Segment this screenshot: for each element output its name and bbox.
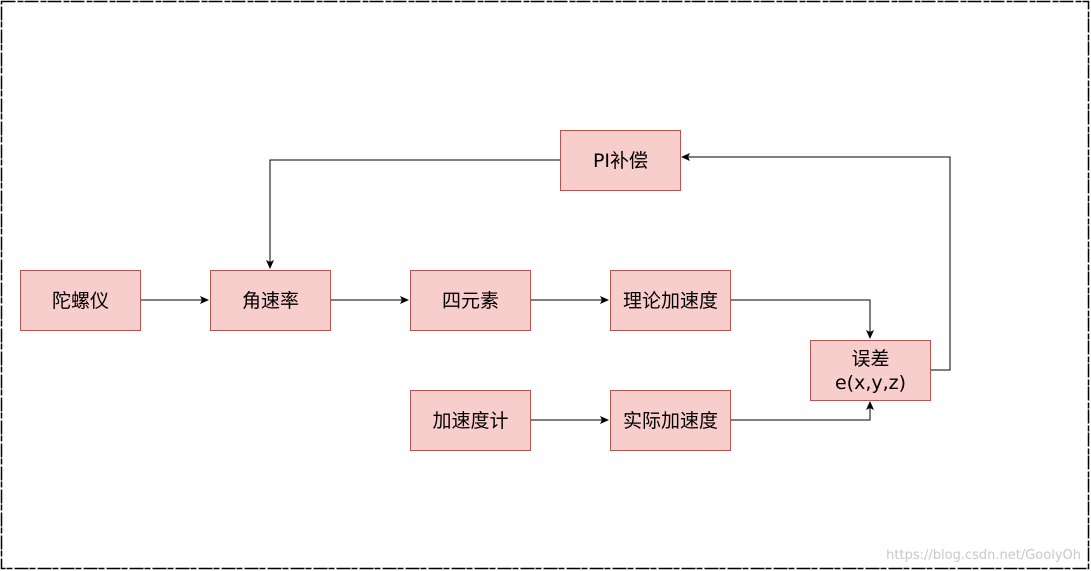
node-gyroscope: 陀螺仪	[20, 270, 141, 331]
node-pi-compensation-label: PI补偿	[592, 149, 649, 172]
node-error-label: 误差	[851, 347, 890, 370]
watermark: https://blog.csdn.net/GoolyOh	[886, 548, 1081, 563]
edge-error-to-pi-comp	[681, 153, 951, 371]
node-angular-rate-label: 角速率	[241, 289, 299, 312]
node-pi-compensation: PI补偿	[560, 130, 681, 191]
node-quaternion-label: 四元素	[441, 289, 499, 312]
node-theoretical-acceleration: 理论加速度	[610, 270, 731, 331]
node-gyroscope-label: 陀螺仪	[51, 289, 109, 312]
node-actual-acceleration-label: 实际加速度	[622, 409, 718, 432]
edge-actual-accel-to-error	[730, 401, 874, 421]
edge-pi-comp-to-angular-rate	[266, 159, 560, 269]
node-accelerometer: 加速度计	[410, 390, 531, 451]
node-angular-rate: 角速率	[210, 270, 331, 331]
node-quaternion: 四元素	[410, 270, 531, 331]
node-actual-acceleration: 实际加速度	[610, 390, 731, 451]
node-error: 误差 e(x,y,z)	[810, 340, 931, 401]
edge-theory-accel-to-error	[730, 299, 874, 339]
node-error-formula: e(x,y,z)	[834, 371, 907, 394]
node-accelerometer-label: 加速度计	[432, 409, 509, 432]
node-theoretical-acceleration-label: 理论加速度	[622, 289, 718, 312]
